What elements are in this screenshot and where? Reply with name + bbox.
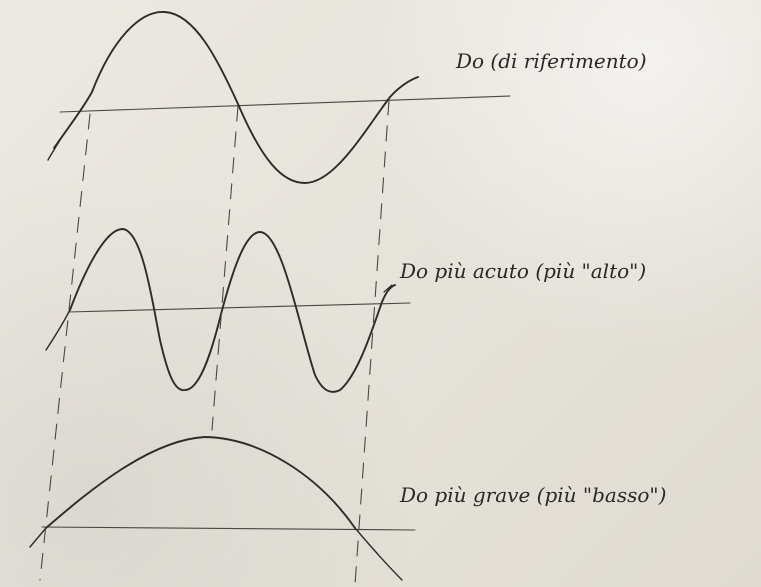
higher-label: Do più acuto (più "alto") [399,259,646,283]
reference-wave-group [53,11,511,184]
higher-wave-group [67,228,411,393]
reference-wave [53,11,419,184]
guide-line-left [39,113,91,581]
labels: Do (di riferimento) Do più acuto (più "a… [399,49,666,507]
stroke-extensions [29,139,403,581]
higher-wave [69,228,396,393]
guide-line-middle [211,105,239,431]
lower-label: Do più grave (più "basso") [399,483,666,507]
guide-lines [39,99,390,586]
lower-wave-right-tail [354,527,403,581]
guide-line-right [354,99,390,586]
lower-wave-left-tail [29,527,47,548]
higher-axis [67,302,411,313]
reference-axis [59,95,511,113]
lower-axis [41,526,416,531]
lower-wave [45,436,356,529]
reference-wave-left-tail [47,139,61,161]
higher-wave-left-tail [45,309,71,351]
higher-wave-right-tick [383,284,393,293]
reference-label: Do (di riferimento) [455,49,647,73]
lower-wave-group [41,436,416,531]
